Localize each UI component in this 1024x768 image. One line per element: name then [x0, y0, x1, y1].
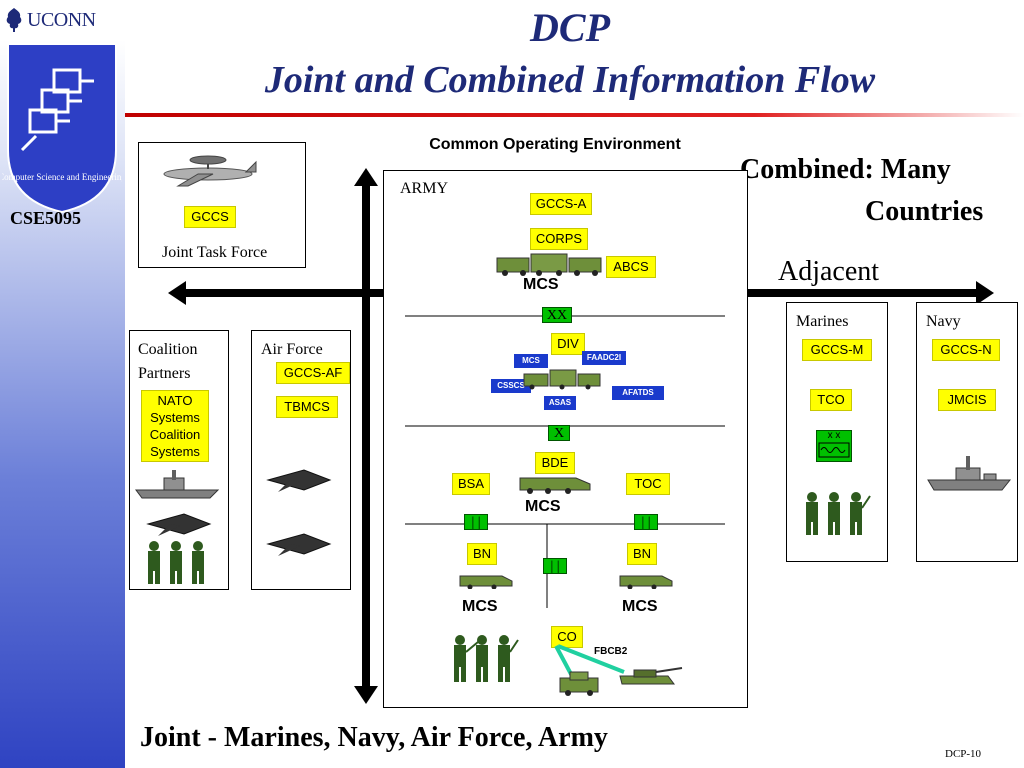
uconn-logo: UCONN	[4, 4, 124, 36]
mcs-label-brigade: MCS	[525, 498, 561, 515]
echelon-division-mark: XX	[542, 307, 572, 323]
tag-bsa: BSA	[452, 473, 490, 495]
coalition-tag-line1: NATO	[157, 393, 193, 408]
div-vehicles-icon	[523, 369, 601, 390]
system-asas: ASAS	[544, 396, 576, 410]
tag-toc: TOC	[626, 473, 670, 495]
marines-unit-symbol: x x	[816, 430, 852, 462]
adjacent-label: Adjacent	[778, 256, 880, 287]
slide-title: DCP	[530, 5, 610, 50]
command-vehicles-icon	[496, 253, 602, 276]
tag-gccs-n: GCCS-N	[932, 339, 1000, 361]
navy-ship-icon	[927, 456, 1012, 491]
awacs-aircraft-icon	[163, 155, 257, 187]
environment-label: Common Operating Environment	[429, 136, 681, 153]
tag-bn-right: BN	[627, 543, 657, 565]
bn-right-vehicle-icon	[619, 575, 673, 589]
coalition-tag-line3: Coalition	[149, 427, 201, 442]
air-force-aircraft-icon-2	[266, 533, 332, 556]
slide-subtitle: Joint and Combined Information Flow	[264, 59, 876, 101]
air-force-title: Air Force	[261, 341, 323, 358]
coalition-tag-line2: Systems	[150, 410, 200, 425]
bde-vehicle-icon	[519, 477, 591, 494]
tag-abcs: ABCS	[606, 256, 656, 278]
tag-bde: BDE	[535, 452, 575, 474]
system-mcs: MCS	[514, 354, 548, 368]
tag-gccs-af: GCCS-AF	[276, 362, 350, 384]
echelon-battalion-left-mark: | |	[464, 514, 488, 530]
tank-icon	[619, 667, 683, 685]
logo-arc-text: Computer Science and Engineering	[2, 172, 122, 182]
tag-div: DIV	[551, 333, 585, 355]
footer-text: Joint - Marines, Navy, Air Force, Army	[140, 722, 608, 753]
course-code: CSE5095	[10, 208, 82, 228]
bn-left-vehicle-icon	[459, 575, 513, 589]
oak-leaf-icon	[6, 8, 22, 32]
wave-symbol-icon	[818, 442, 850, 458]
tag-tco: TCO	[810, 389, 852, 411]
echelon-brigade-mark: X	[548, 425, 570, 441]
tag-jmcis: JMCIS	[938, 389, 996, 411]
co-vehicle-icon	[559, 671, 599, 696]
marines-unit-mark: x x	[827, 430, 841, 441]
combined-label-line1: Combined: Many	[740, 154, 951, 185]
tag-gccs-m: GCCS-M	[802, 339, 872, 361]
system-csscs: CSSCS	[491, 379, 531, 393]
tag-gccs-a: GCCS-A	[530, 193, 592, 215]
mcs-label-bn-left: MCS	[462, 598, 498, 615]
army-infantry-icon	[454, 635, 519, 682]
coalition-title-line1: Coalition	[138, 341, 198, 358]
tag-bn-left: BN	[467, 543, 497, 565]
air-force-aircraft-icon-1	[266, 469, 332, 492]
combined-label-line2: Countries	[865, 196, 984, 227]
fbcb2-links	[554, 644, 625, 677]
title-rule	[125, 113, 1024, 117]
navy-title: Navy	[926, 313, 961, 330]
marines-infantry-icon	[806, 492, 871, 535]
echelon-battalion-right-mark: | |	[634, 514, 658, 530]
uconn-wordmark: UCONN	[27, 8, 96, 31]
fbcb2-label: FBCB2	[594, 646, 628, 657]
coalition-title-line2: Partners	[138, 365, 191, 382]
joint-task-force-label: Joint Task Force	[162, 244, 268, 261]
coalition-tag-line4: Systems	[150, 444, 200, 459]
marines-title: Marines	[796, 313, 849, 330]
echelon-company-mark: | |	[543, 558, 567, 574]
page-number: DCP-10	[945, 748, 982, 760]
tag-tbmcs: TBMCS	[276, 396, 338, 418]
mcs-label-corps: MCS	[523, 276, 559, 293]
mcs-label-bn-right: MCS	[622, 598, 658, 615]
tag-corps: CORPS	[530, 228, 588, 250]
army-title: ARMY	[400, 180, 449, 197]
coalition-ship-icon	[135, 470, 220, 499]
coalition-infantry-icon	[148, 541, 204, 584]
tag-gccs: GCCS	[184, 206, 236, 228]
tag-coalition-systems: NATO Systems Coalition Systems	[141, 390, 209, 462]
cse-shield-logo: Computer Science and Engineering	[2, 43, 122, 214]
system-faadc2i: FAADC2I	[582, 351, 626, 365]
coalition-aircraft-icon	[146, 513, 212, 536]
system-afatds: AFATDS	[612, 386, 664, 400]
